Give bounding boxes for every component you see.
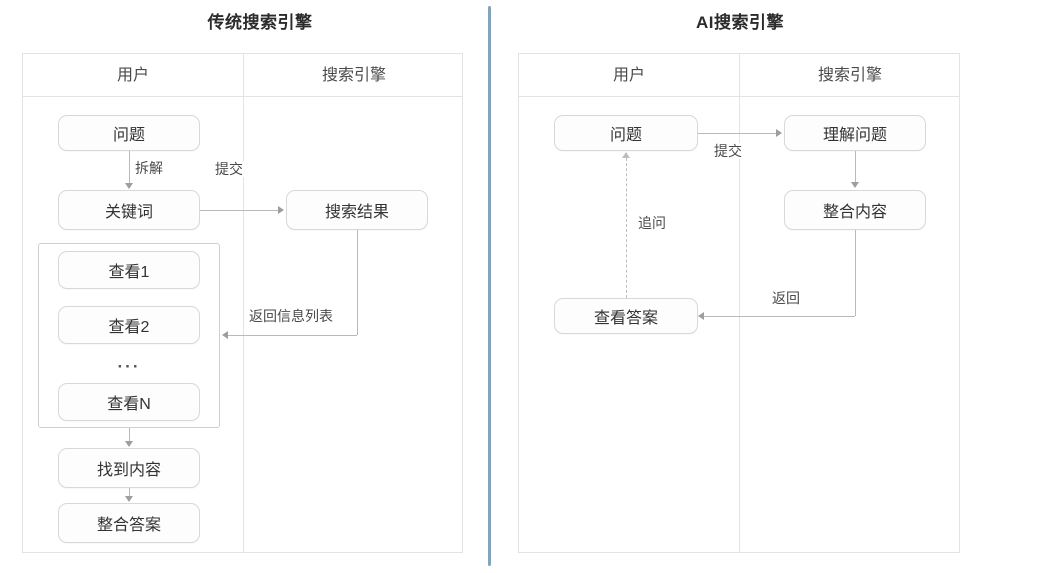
node-ai-integrate-content[interactable]: 整合内容 <box>784 190 926 230</box>
lane-header-user: 用户 <box>116 67 149 84</box>
arrowhead-left-icon <box>698 312 704 320</box>
edge-viewgroup-to-found <box>129 428 130 442</box>
edge-ai-question-to-understand <box>698 133 776 134</box>
edge-results-down <box>357 230 358 335</box>
header-rule <box>23 96 462 97</box>
node-compose-answer[interactable]: 整合答案 <box>58 503 200 543</box>
arrowhead-up-icon <box>622 152 630 158</box>
edge-ai-followup <box>626 158 627 298</box>
node-ai-question[interactable]: 问题 <box>554 115 698 151</box>
arrowhead-down-icon <box>125 496 133 502</box>
arrowhead-down-icon <box>125 441 133 447</box>
lane-divider <box>739 54 740 552</box>
edge-keyword-to-results <box>200 210 278 211</box>
node-view-n[interactable]: 查看N <box>58 383 200 421</box>
node-keyword[interactable]: 关键词 <box>58 190 200 230</box>
edge-found-to-compose <box>129 488 130 497</box>
edge-label-return-list: 返回信息列表 <box>247 308 335 324</box>
lane-header-search-engine: 搜索引擎 <box>321 67 386 84</box>
node-view-1[interactable]: 查看1 <box>58 251 200 289</box>
edge-label-ai-submit: 提交 <box>712 143 744 159</box>
edge-ai-understand-to-integrate <box>855 151 856 183</box>
edge-label-submit: 提交 <box>213 161 245 177</box>
arrowhead-right-icon <box>278 206 284 214</box>
view-results-group <box>38 243 220 428</box>
node-view-2[interactable]: 查看2 <box>58 306 200 344</box>
arrowhead-left-icon <box>222 331 228 339</box>
node-ai-view-answer[interactable]: 查看答案 <box>554 298 698 334</box>
lane-header-user: 用户 <box>612 67 645 84</box>
edge-label-ai-return: 返回 <box>770 290 802 306</box>
edge-results-to-view-group <box>228 335 357 336</box>
edge-ai-integrate-to-view-answer <box>704 316 855 317</box>
arrowhead-down-icon <box>125 183 133 189</box>
edge-label-decompose: 拆解 <box>133 160 165 176</box>
node-found-content[interactable]: 找到内容 <box>58 448 200 488</box>
lane-divider <box>243 54 244 552</box>
lane-header-search-engine: 搜索引擎 <box>817 67 882 84</box>
page-title-ai-search: AI搜索引擎 <box>696 13 784 32</box>
node-search-results[interactable]: 搜索结果 <box>286 190 428 230</box>
node-view-ellipsis: ··· <box>117 357 141 376</box>
edge-ai-integrate-down <box>855 230 856 316</box>
panel-divider <box>488 6 491 566</box>
edge-label-ai-followup: 追问 <box>636 215 668 231</box>
page-title-traditional-search: 传统搜索引擎 <box>207 13 313 32</box>
node-question[interactable]: 问题 <box>58 115 200 151</box>
arrowhead-down-icon <box>851 182 859 188</box>
arrowhead-right-icon <box>776 129 782 137</box>
header-rule <box>519 96 959 97</box>
node-ai-understand-question[interactable]: 理解问题 <box>784 115 926 151</box>
edge-question-to-keyword <box>129 151 130 184</box>
